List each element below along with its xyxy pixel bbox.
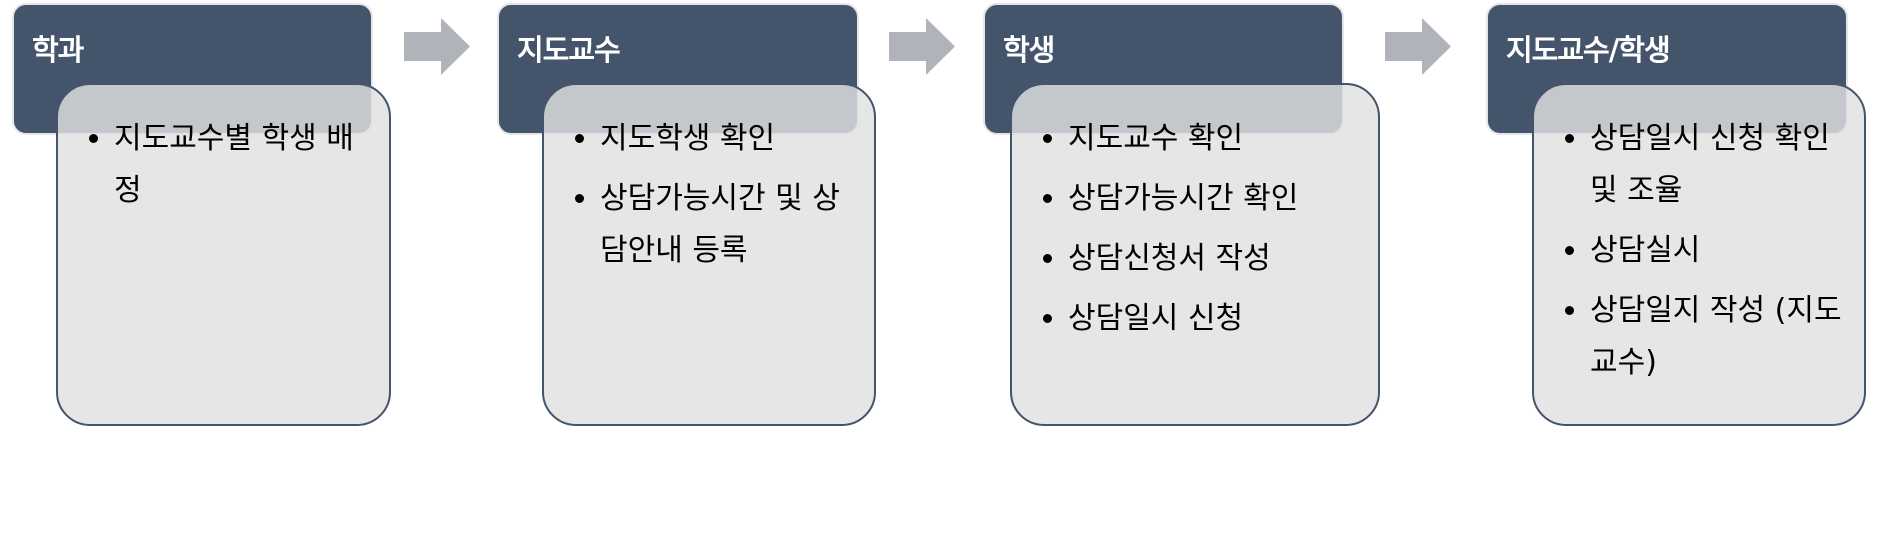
arrow-right-icon — [1385, 18, 1451, 75]
step-title: 지도교수 — [517, 33, 621, 67]
step-item: 지도교수별 학생 배정 — [114, 113, 371, 217]
step-item: 상담실시 — [1590, 225, 1846, 277]
step-item: 상담일시 신청 확인 및 조율 — [1590, 113, 1846, 217]
step-title: 학생 — [1003, 33, 1055, 67]
step-item: 지도학생 확인 — [600, 113, 856, 165]
step-title: 학과 — [32, 33, 84, 67]
step-body: 지도학생 확인상담가능시간 및 상담안내 등록 — [542, 83, 876, 426]
step-item-list: 지도교수별 학생 배정 — [58, 85, 389, 217]
step-item-list: 지도교수 확인상담가능시간 확인상담신청서 작성상담일시 신청 — [1012, 85, 1378, 345]
step-title: 지도교수/학생 — [1506, 33, 1671, 67]
step-item-list: 지도학생 확인상담가능시간 및 상담안내 등록 — [544, 85, 874, 277]
step-item-list: 상담일시 신청 확인 및 조율상담실시상담일지 작성 (지도교수) — [1534, 85, 1864, 389]
step-item: 상담신청서 작성 — [1068, 233, 1360, 285]
step-item: 상담일지 작성 (지도교수) — [1590, 285, 1846, 389]
step-item: 지도교수 확인 — [1068, 113, 1360, 165]
arrow-right-icon — [889, 18, 955, 75]
step-body: 상담일시 신청 확인 및 조율상담실시상담일지 작성 (지도교수) — [1532, 83, 1866, 426]
step-item: 상담일시 신청 — [1068, 293, 1360, 345]
step-body: 지도교수 확인상담가능시간 확인상담신청서 작성상담일시 신청 — [1010, 83, 1380, 426]
step-item: 상담가능시간 및 상담안내 등록 — [600, 173, 856, 277]
arrow-right-icon — [404, 18, 470, 75]
step-item: 상담가능시간 확인 — [1068, 173, 1360, 225]
step-body: 지도교수별 학생 배정 — [56, 83, 391, 426]
